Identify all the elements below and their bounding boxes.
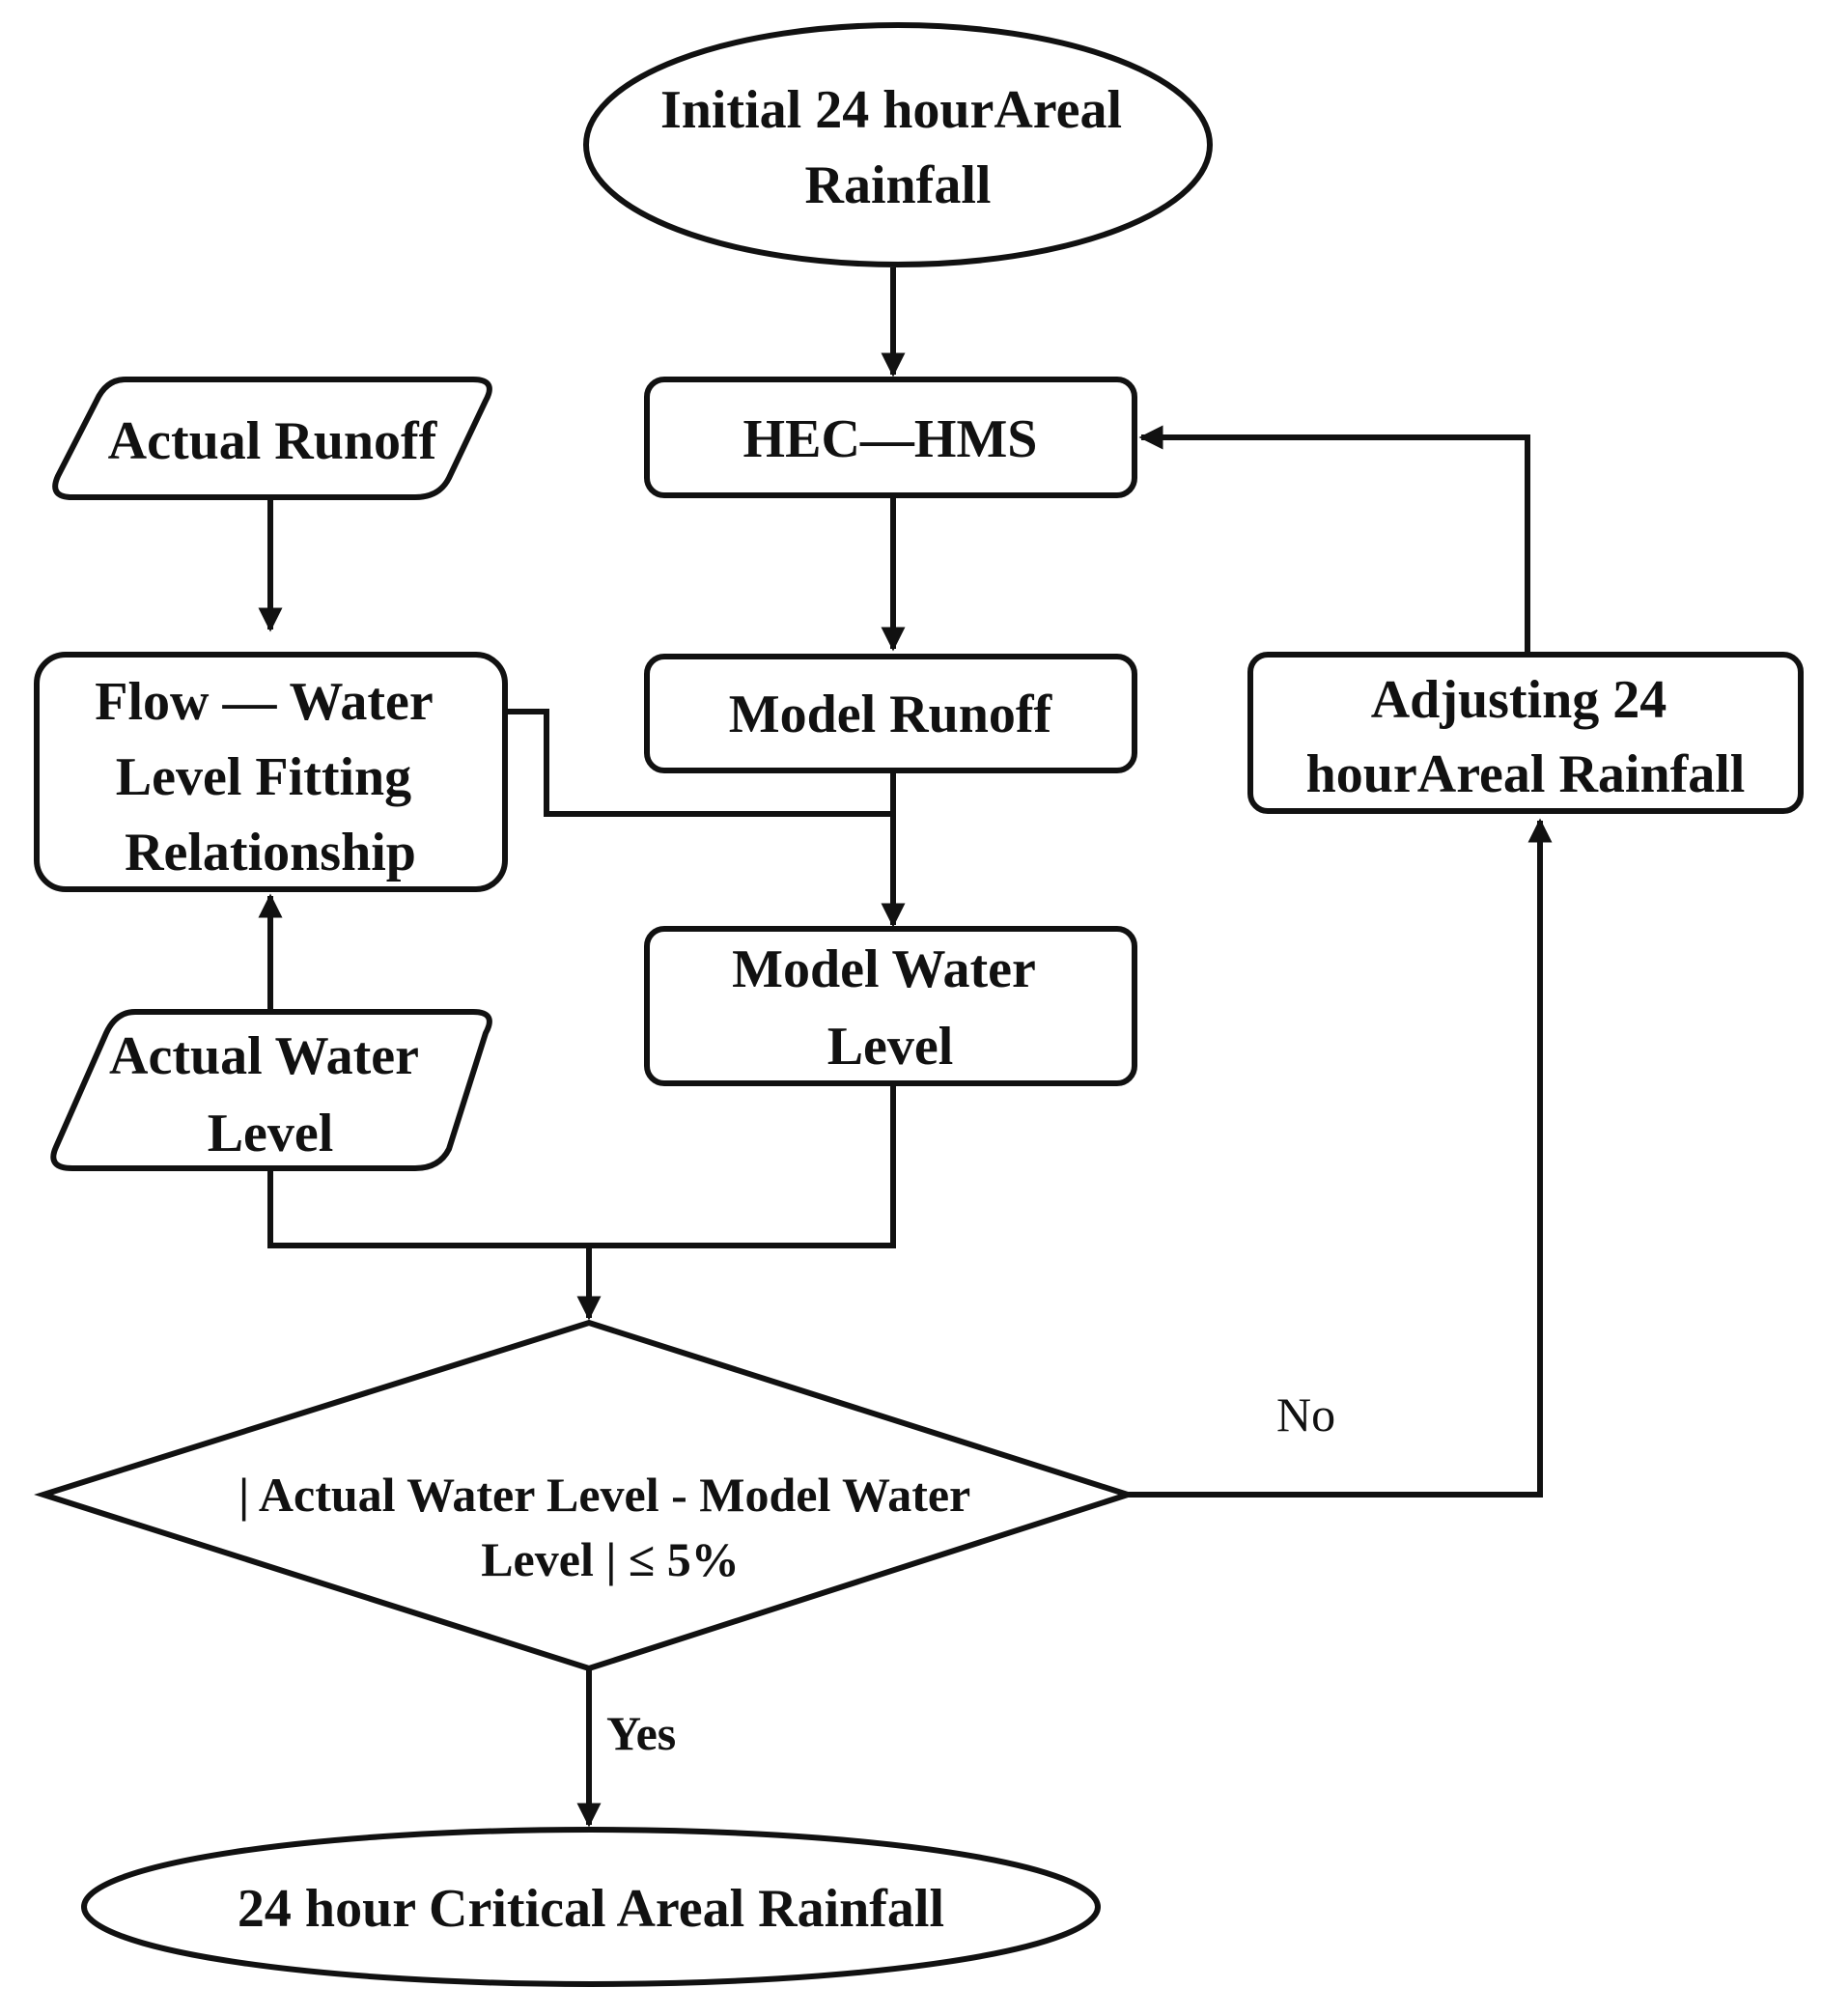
decision-label-line-2: Level | ≤ 5% xyxy=(481,1532,740,1586)
yes-edge-label: Yes xyxy=(606,1706,676,1760)
actual-water-level-label-line-1: Actual Water xyxy=(109,1026,418,1086)
model-runoff-label-line-1: Model Runoff xyxy=(729,685,1053,744)
arrow-decision-no-to-adjusting xyxy=(1128,818,1553,1498)
arrow-model-water-level-to-decision xyxy=(589,1086,896,1248)
fitting-label-line-1: Flow — Water xyxy=(95,672,433,732)
arrow-fitting-to-model-water-level xyxy=(507,709,893,817)
connectors xyxy=(258,267,1553,1828)
model-water-level-label: Model Water Level xyxy=(732,939,1049,1077)
arrow-adjusting-to-hec-hms xyxy=(1138,425,1530,652)
fitting-label: Flow — Water Level Fitting Relationship xyxy=(95,672,445,882)
node-labels: Initial 24 hourAreal Rainfall HEC—HMS Mo… xyxy=(95,80,1745,1939)
model-water-level-label-line-1: Model Water xyxy=(732,939,1035,999)
arrow-actual-water-level-to-decision xyxy=(267,1170,602,1321)
actual-runoff-label: Actual Runoff xyxy=(108,411,438,471)
decision-label: | Actual Water Level - Model Water Level… xyxy=(238,1468,982,1586)
model-water-level-process xyxy=(644,926,1137,1086)
start-terminal xyxy=(583,22,1213,267)
actual-water-level-input xyxy=(50,1009,492,1171)
actual-water-level-label: Actual Water Level xyxy=(109,1026,432,1163)
no-edge-label: No xyxy=(1276,1387,1335,1442)
actual-water-level-label-line-2: Level xyxy=(208,1104,334,1163)
adjusting-label: Adjusting 24 hourAreal Rainfall xyxy=(1306,670,1746,804)
end-label-line-1: 24 hour Critical Areal Rainfall xyxy=(238,1879,944,1939)
start-label-line-1: Initial 24 hourAreal xyxy=(660,80,1122,140)
adjusting-label-line-2: hourAreal Rainfall xyxy=(1306,744,1746,804)
model-water-level-label-line-2: Level xyxy=(827,1017,954,1077)
fitting-label-line-2: Level Fitting xyxy=(116,747,411,807)
fitting-process xyxy=(34,652,508,892)
actual-runoff-label-line-1: Actual Runoff xyxy=(108,411,438,471)
decision-label-line-1: | Actual Water Level - Model Water xyxy=(238,1468,970,1522)
end-label: 24 hour Critical Areal Rainfall xyxy=(238,1879,944,1939)
end-terminal xyxy=(81,1827,1101,1987)
start-label-line-2: Rainfall xyxy=(805,155,992,215)
start-label: Initial 24 hourAreal Rainfall xyxy=(660,80,1135,215)
edge-labels: No Yes xyxy=(606,1387,1335,1760)
hec-hms-label-line-1: HEC—HMS xyxy=(743,409,1038,469)
shapes xyxy=(34,22,1804,1987)
model-runoff-label: Model Runoff xyxy=(729,685,1053,744)
actual-runoff-input xyxy=(52,377,492,500)
decision-diamond xyxy=(34,1319,1137,1672)
adjusting-process xyxy=(1247,652,1804,814)
hec-hms-label: HEC—HMS xyxy=(743,409,1038,469)
model-runoff-process xyxy=(644,654,1137,773)
adjusting-label-line-1: Adjusting 24 xyxy=(1371,670,1667,730)
hec-hms-process xyxy=(644,377,1137,498)
fitting-label-line-3: Relationship xyxy=(125,823,416,882)
